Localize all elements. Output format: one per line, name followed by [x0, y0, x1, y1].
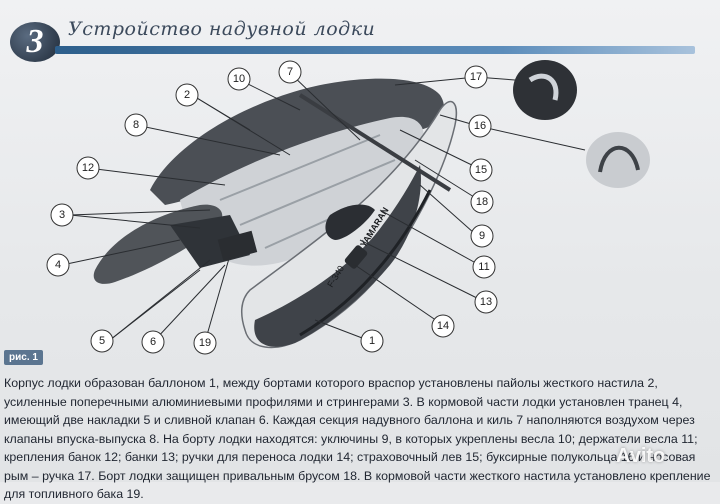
title-underline — [55, 46, 695, 54]
section-header: 3 Устройство надувной лодки — [0, 0, 720, 72]
description-paragraph: Корпус лодки образован баллоном 1, между… — [4, 376, 711, 501]
detail-towing-ring-inset — [586, 132, 650, 188]
starboard-keel-band — [254, 165, 421, 347]
callout-10: 10 — [227, 67, 251, 91]
svg-text:10: 10 — [233, 73, 245, 85]
svg-text:17: 17 — [470, 71, 482, 83]
figure-label: рис. 1 — [4, 350, 43, 365]
callout-4: 4 — [46, 253, 70, 277]
callout-3: 3 — [50, 203, 74, 227]
svg-text:3: 3 — [59, 209, 65, 221]
callout-13: 13 — [474, 290, 498, 314]
detail-bow-ring-inset — [513, 60, 577, 120]
callout-2: 2 — [175, 83, 199, 107]
callout-5: 5 — [90, 329, 114, 353]
svg-text:19: 19 — [199, 337, 211, 349]
svg-text:14: 14 — [437, 320, 449, 332]
svg-text:7: 7 — [287, 66, 293, 78]
description-text: Корпус лодки образован баллоном 1, между… — [4, 374, 716, 504]
svg-text:15: 15 — [475, 164, 487, 176]
section-title: Устройство надувной лодки — [68, 18, 376, 40]
svg-text:13: 13 — [480, 296, 492, 308]
callout-19: 19 — [193, 331, 217, 355]
port-tube — [150, 78, 444, 205]
carry-handle — [344, 245, 368, 269]
callout-17: 17 — [464, 65, 488, 89]
callout-8: 8 — [124, 113, 148, 137]
callout-11: 11 — [472, 255, 496, 279]
rub-strake — [299, 189, 432, 337]
callout-9: 9 — [470, 224, 494, 248]
section-number: 3 — [10, 22, 60, 62]
svg-text:18: 18 — [476, 196, 488, 208]
svg-text:8: 8 — [133, 119, 139, 131]
svg-text:16: 16 — [474, 120, 486, 132]
callout-18: 18 — [470, 190, 494, 214]
svg-text:11: 11 — [478, 261, 489, 273]
svg-text:4: 4 — [55, 259, 61, 271]
svg-text:6: 6 — [150, 336, 156, 348]
callout-6: 6 — [141, 330, 165, 354]
svg-text:2: 2 — [184, 89, 190, 101]
callout-16: 16 — [468, 114, 492, 138]
svg-text:1: 1 — [369, 335, 375, 347]
callout-15: 15 — [469, 158, 493, 182]
boat-diagram: F-340 YAMARAN — [46, 60, 650, 355]
leader-lines — [61, 72, 586, 343]
callout-7: 7 — [278, 60, 302, 84]
callout-14: 14 — [431, 314, 455, 338]
callout-1: 1 — [360, 329, 384, 353]
boat-floor — [180, 116, 424, 266]
callout-12: 12 — [76, 156, 100, 180]
svg-text:12: 12 — [82, 162, 94, 174]
oar — [298, 93, 452, 192]
svg-text:9: 9 — [479, 230, 485, 242]
fuel-tank-mount — [217, 230, 258, 262]
oar-blade — [325, 204, 375, 240]
watermark-logo: Avito — [616, 445, 666, 467]
svg-text:5: 5 — [99, 335, 105, 347]
